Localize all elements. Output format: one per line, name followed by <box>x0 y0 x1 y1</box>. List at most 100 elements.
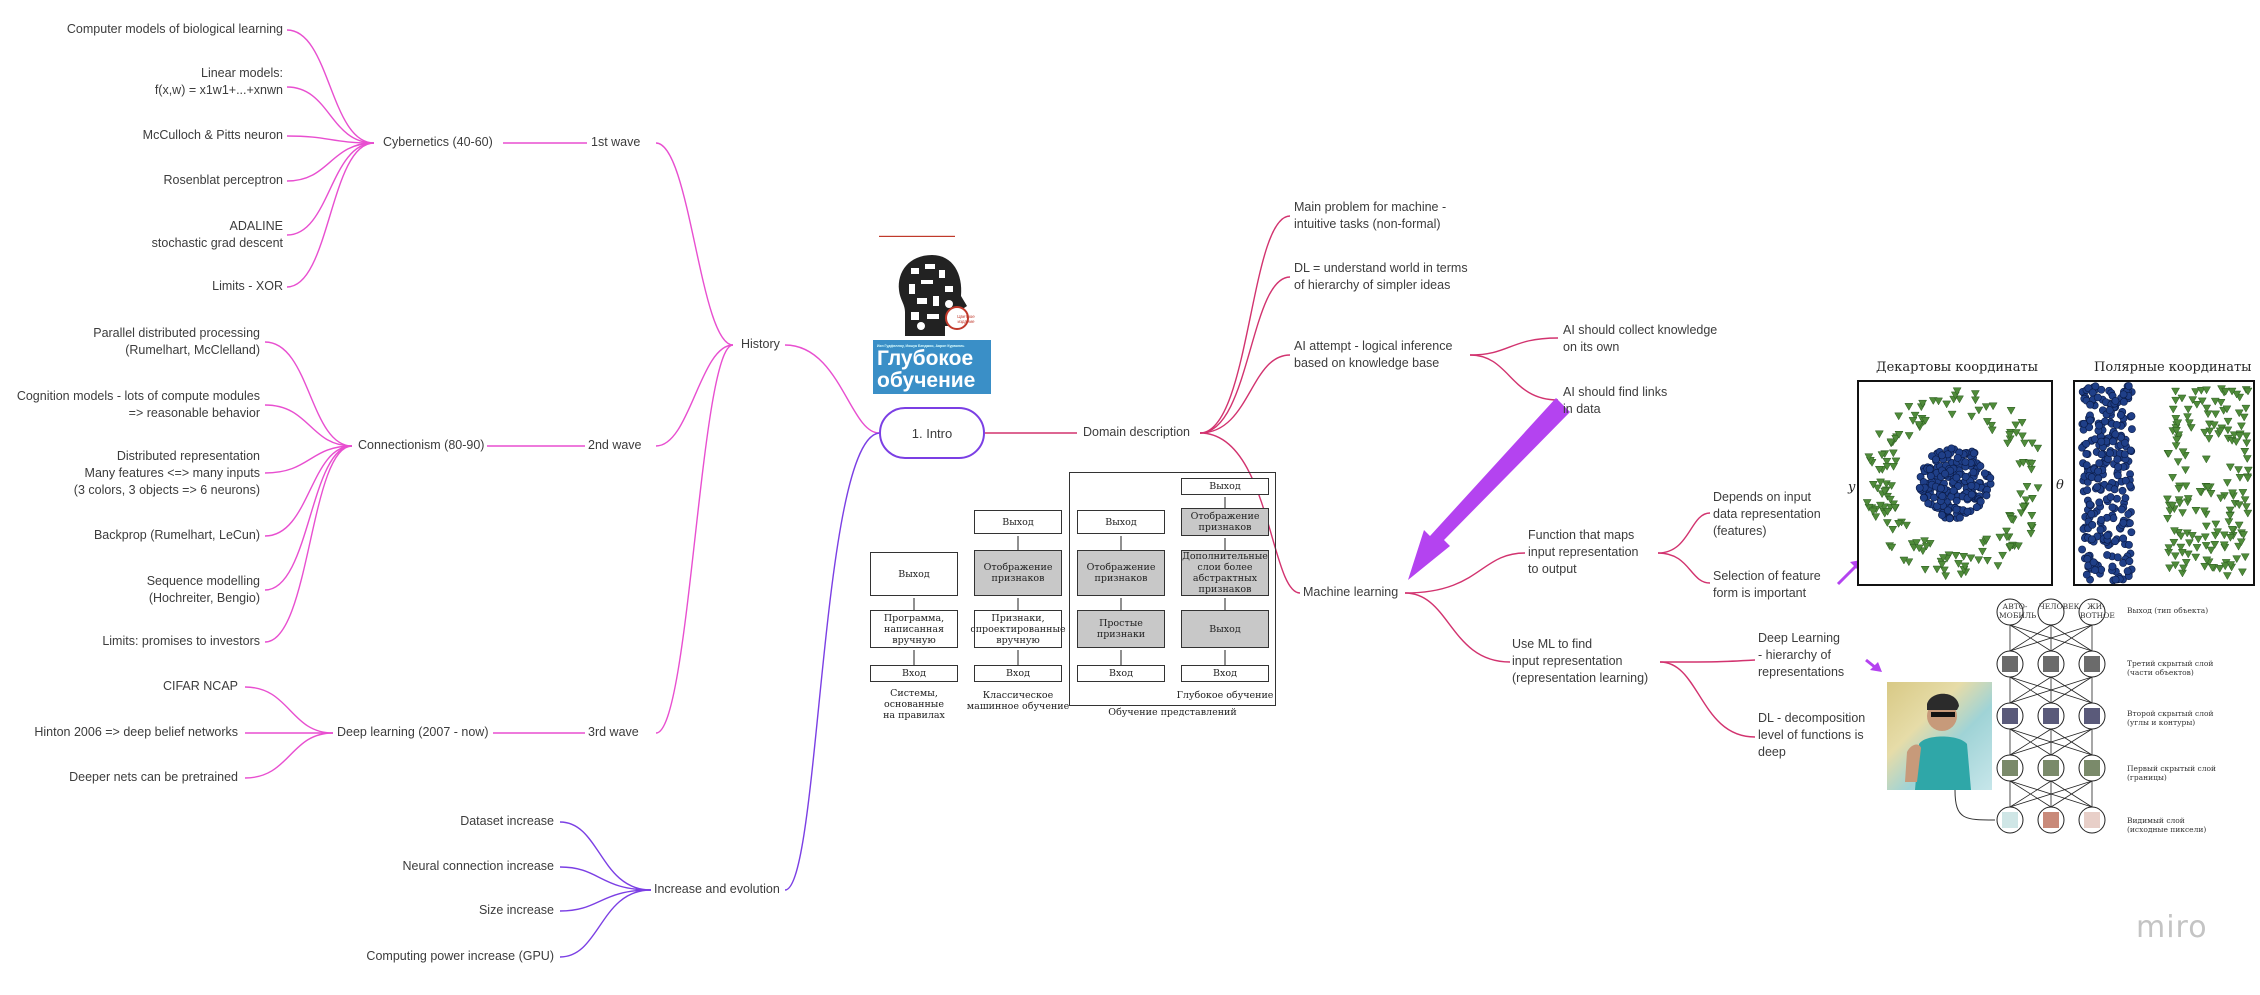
domain-item[interactable]: DL = understand world in terms of hierar… <box>1294 261 1468 292</box>
dl-item[interactable]: Hinton 2006 => deep belief networks <box>34 725 238 739</box>
triangle-marker <box>1894 430 1904 439</box>
connect-item[interactable]: Sequence modelling (Hochreiter, Bengio) <box>146 574 260 605</box>
ai-sub-item[interactable]: AI should find links in data <box>1563 385 1668 416</box>
triangle-marker <box>2225 512 2235 520</box>
circle-marker <box>2127 528 2136 537</box>
circle-marker <box>1915 484 1924 492</box>
triangle-marker <box>2178 509 2187 518</box>
triangle-marker <box>2179 564 2188 573</box>
nn-edge <box>2009 780 2093 808</box>
topic-cybernetics[interactable]: Cybernetics (40-60) <box>383 135 493 149</box>
circle-marker <box>2117 505 2126 514</box>
topic-deep-learning[interactable]: Deep learning (2007 - now) <box>337 725 489 739</box>
triangle-marker <box>2169 538 2179 547</box>
circle-marker <box>2093 393 2102 402</box>
root-node[interactable]: 1. Intro <box>879 407 985 459</box>
ml-node[interactable]: Machine learning <box>1303 585 1399 599</box>
triangle-marker <box>2201 455 2211 464</box>
nn-edge <box>2009 624 2093 652</box>
connect-item[interactable]: Backprop (Rumelhart, LeCun) <box>93 528 260 542</box>
cyber-item[interactable]: Linear models: f(x,w) = x1w1+...+xnwn <box>154 66 283 97</box>
circle-marker <box>1944 506 1952 515</box>
connect-item[interactable]: Limits: promises to investors <box>102 634 260 648</box>
triangle-marker <box>1967 412 1977 421</box>
circle-marker <box>2128 425 2136 434</box>
connect-item[interactable]: Distributed representation Many features… <box>73 449 260 497</box>
triangle-marker <box>2033 444 2043 453</box>
evolution-item[interactable]: Computing power increase (GPU) <box>366 949 554 963</box>
triangle-marker <box>2202 386 2211 395</box>
domain-node[interactable]: Domain description <box>1083 425 1190 439</box>
triangle-marker <box>1951 552 1961 560</box>
domain-item[interactable]: Main problem for machine - intuitive tas… <box>1294 200 1447 231</box>
book-cover-red-blurb: ▬▬▬▬▬▬▬▬▬▬▬▬▬▬▬▬▬▬▬ <box>879 233 955 238</box>
triangle-marker <box>1982 535 1992 544</box>
cyber-item[interactable]: Limits - XOR <box>212 279 283 293</box>
ml-use-sub[interactable]: Deep Learning - hierarchy of representat… <box>1758 631 1845 679</box>
triangle-marker <box>1937 560 1947 569</box>
ml-use[interactable]: Use ML to find input representation (rep… <box>1512 637 1649 685</box>
nn-edge <box>2009 728 2093 756</box>
circle-marker <box>2088 535 2096 544</box>
triangle-marker <box>2183 405 2193 414</box>
connect-item[interactable]: Cognition models - lots of compute modul… <box>16 389 260 420</box>
triangle-marker <box>1880 487 1890 496</box>
wave-1-node[interactable]: 1st wave <box>591 135 641 149</box>
domain-item[interactable]: AI attempt - logical inference based on … <box>1294 339 1453 370</box>
wave-3-node[interactable]: 3rd wave <box>588 725 639 739</box>
evolution-item[interactable]: Size increase <box>478 903 554 917</box>
cyber-item[interactable]: McCulloch & Pitts neuron <box>142 128 283 142</box>
cyber-item[interactable]: Rosenblat perceptron <box>163 173 283 187</box>
circle-marker <box>2097 437 2106 446</box>
connect-item[interactable]: Parallel distributed processing (Rumelha… <box>93 326 260 357</box>
triangle-marker <box>2219 531 2229 540</box>
fig-box: Вход <box>1077 665 1165 682</box>
nn-layer-label: Второй скрытый слой (углы и контуры) <box>2127 709 2214 727</box>
triangle-marker <box>2201 522 2211 531</box>
nn-layer-label: Выход (тип объекта) <box>2127 606 2209 615</box>
triangle-marker <box>2234 466 2243 475</box>
triangle-marker <box>1882 519 1892 528</box>
triangle-marker <box>2033 484 2043 493</box>
dl-item[interactable]: Deeper nets can be pretrained <box>69 770 238 784</box>
evolution-item[interactable]: Neural connection increase <box>402 859 554 873</box>
topic-connectionism[interactable]: Connectionism (80-90) <box>358 438 485 452</box>
triangle-marker <box>2243 474 2253 483</box>
dl-item[interactable]: CIFAR NCAP <box>162 679 238 693</box>
triangle-marker <box>2200 428 2210 437</box>
history-node[interactable]: History <box>741 337 780 351</box>
nn-feature-patch <box>2002 656 2018 672</box>
circle-marker <box>2097 385 2106 394</box>
circle-marker <box>1969 449 1978 458</box>
triangle-marker <box>2211 520 2221 529</box>
circle-marker <box>2120 450 2129 459</box>
triangle-marker <box>2181 482 2191 491</box>
triangle-marker <box>2170 552 2180 561</box>
cyber-item[interactable]: ADALINE stochastic grad descent <box>151 219 283 250</box>
ml-func-sub[interactable]: Depends on input data representation (fe… <box>1713 490 1821 538</box>
triangle-marker <box>2220 562 2230 571</box>
triangle-marker <box>1868 507 1878 516</box>
circle-marker <box>2118 486 2127 495</box>
cyber-item[interactable]: Computer models of biological learning <box>66 22 283 36</box>
triangle-marker <box>2227 525 2237 534</box>
ml-func-sub[interactable]: Selection of feature form is important <box>1713 569 1821 600</box>
evolution-item[interactable]: Dataset increase <box>460 814 554 828</box>
circle-marker <box>1945 514 1954 523</box>
circle-marker <box>2094 474 2103 483</box>
triangle-marker <box>2207 564 2217 572</box>
triangle-marker <box>2006 407 2016 415</box>
triangle-marker <box>2226 561 2236 570</box>
book-cover-image[interactable]: ▬▬▬▬▬▬▬▬▬▬▬▬▬▬▬▬▬▬▬ Цветное издание Иэн … <box>873 232 991 394</box>
ml-func[interactable]: Function that maps input representation … <box>1528 528 1639 576</box>
circle-marker <box>2096 525 2105 534</box>
circle-marker <box>2127 412 2136 420</box>
wave-2-node[interactable]: 2nd wave <box>588 438 642 452</box>
triangle-marker <box>1918 399 1928 408</box>
ai-sub-item[interactable]: AI should collect knowledge on its own <box>1563 323 1718 354</box>
circle-marker <box>1972 503 1981 512</box>
triangle-marker <box>1877 451 1887 460</box>
triangle-marker <box>2196 386 2206 395</box>
evolution-node[interactable]: Increase and evolution <box>654 882 780 896</box>
ml-use-sub[interactable]: DL - decomposition level of functions is… <box>1758 711 1866 759</box>
